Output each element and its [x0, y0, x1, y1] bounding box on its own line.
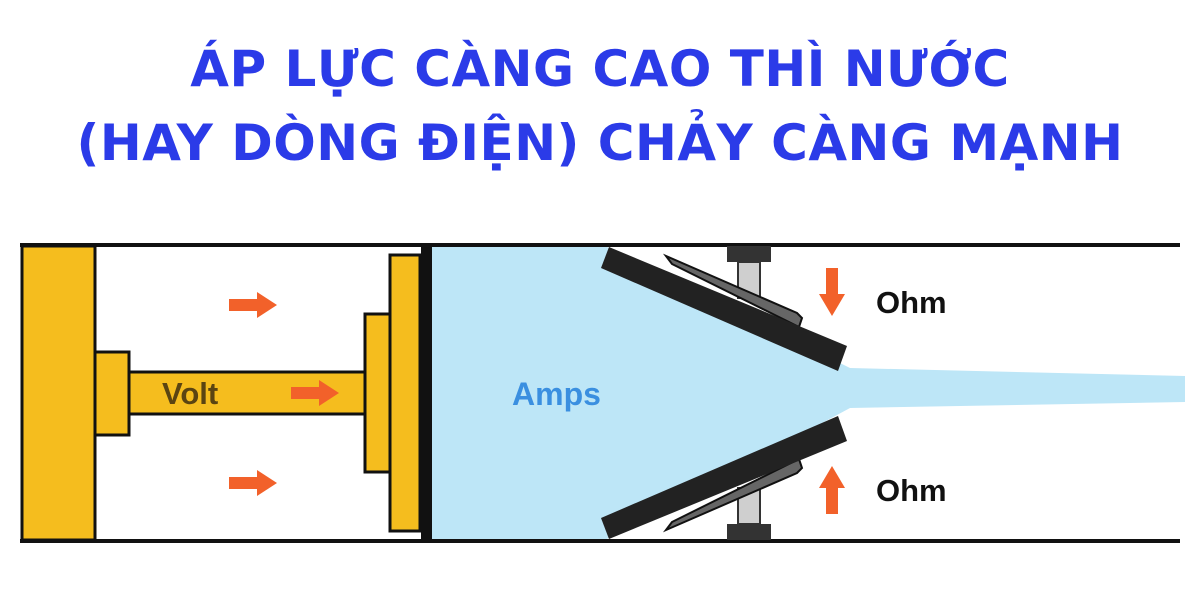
- valve-cap-top: [727, 246, 771, 262]
- resistor-plate-top: [601, 247, 847, 371]
- title-line-2: (HAY DÒNG ĐIỆN) CHẢY CÀNG MẠNH: [76, 114, 1124, 172]
- resistor-plate-bottom: [601, 416, 847, 539]
- piston-base: [20, 244, 97, 542]
- arrow-up-icon: [819, 466, 845, 514]
- piston-seal: [421, 246, 432, 541]
- volt-label: Volt: [162, 376, 218, 411]
- water-flow: [430, 246, 1185, 540]
- resistor-plate-bottom-backing: [662, 457, 804, 533]
- title-line-1: ÁP LỰC CÀNG CAO THÌ NƯỚC: [190, 40, 1010, 98]
- piston-head: [388, 253, 422, 533]
- ohm-label-bottom: Ohm: [876, 473, 947, 508]
- arrow-down-icon: [819, 268, 845, 316]
- ohm-label-top: Ohm: [876, 285, 947, 320]
- piston-head-inner: [363, 312, 393, 474]
- amps-label: Amps: [512, 376, 601, 412]
- resistor-plate-top-backing: [662, 253, 804, 329]
- arrow-right-icon: [291, 380, 339, 406]
- piston-collar: [93, 350, 131, 437]
- arrow-right-icon: [229, 292, 277, 318]
- arrow-right-icon: [229, 470, 277, 496]
- valve-cap-bottom: [727, 524, 771, 540]
